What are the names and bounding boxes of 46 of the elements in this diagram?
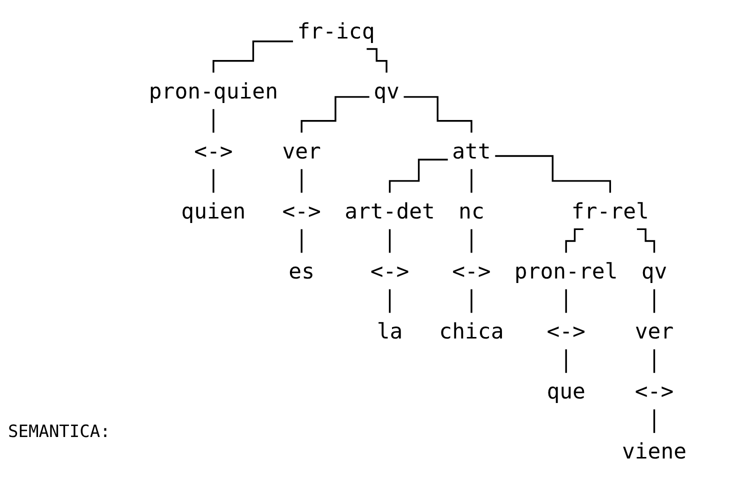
connector	[565, 228, 584, 254]
node-text: que	[546, 378, 586, 404]
connector	[300, 228, 302, 254]
connector	[300, 168, 302, 194]
connector	[470, 228, 472, 254]
connector	[212, 108, 214, 134]
connector	[388, 228, 390, 254]
node-text: ver	[634, 318, 674, 344]
node-text: fr-icq	[297, 18, 375, 44]
node-text: art-det	[344, 198, 435, 224]
node-text: nc	[458, 198, 484, 224]
connector	[212, 168, 214, 194]
node-text: <->	[546, 318, 586, 344]
node-text: <->	[370, 258, 409, 284]
connector	[470, 168, 472, 194]
node-text: viene	[622, 438, 686, 464]
connector	[565, 348, 567, 374]
node-text: fr-rel	[571, 198, 649, 224]
connector	[494, 155, 611, 194]
connector	[653, 348, 655, 374]
connector	[212, 40, 293, 74]
node-text: pron-rel	[514, 258, 618, 284]
node-text: <->	[452, 258, 491, 284]
node-text: es	[288, 258, 314, 284]
section-heading: SEMANTICA:	[8, 422, 110, 442]
node-text: att	[452, 138, 491, 164]
node-text: <->	[282, 198, 321, 224]
connector	[565, 288, 567, 314]
node-text: la	[376, 318, 402, 344]
connector	[636, 228, 655, 254]
node-text: qv	[641, 258, 667, 284]
node-text: <->	[634, 378, 674, 404]
node-text: ver	[282, 138, 321, 164]
node-text: qv	[373, 78, 400, 104]
connector	[470, 288, 472, 314]
connector	[300, 96, 370, 134]
connector	[388, 288, 390, 314]
node-text: pron-quien	[148, 78, 278, 104]
connector	[653, 288, 655, 314]
connector	[388, 158, 448, 194]
node-text: quien	[180, 198, 246, 224]
connector	[366, 48, 388, 74]
node-text: chica	[438, 318, 504, 344]
node-text: <->	[194, 138, 233, 164]
connector	[653, 408, 655, 434]
connector	[404, 96, 472, 134]
